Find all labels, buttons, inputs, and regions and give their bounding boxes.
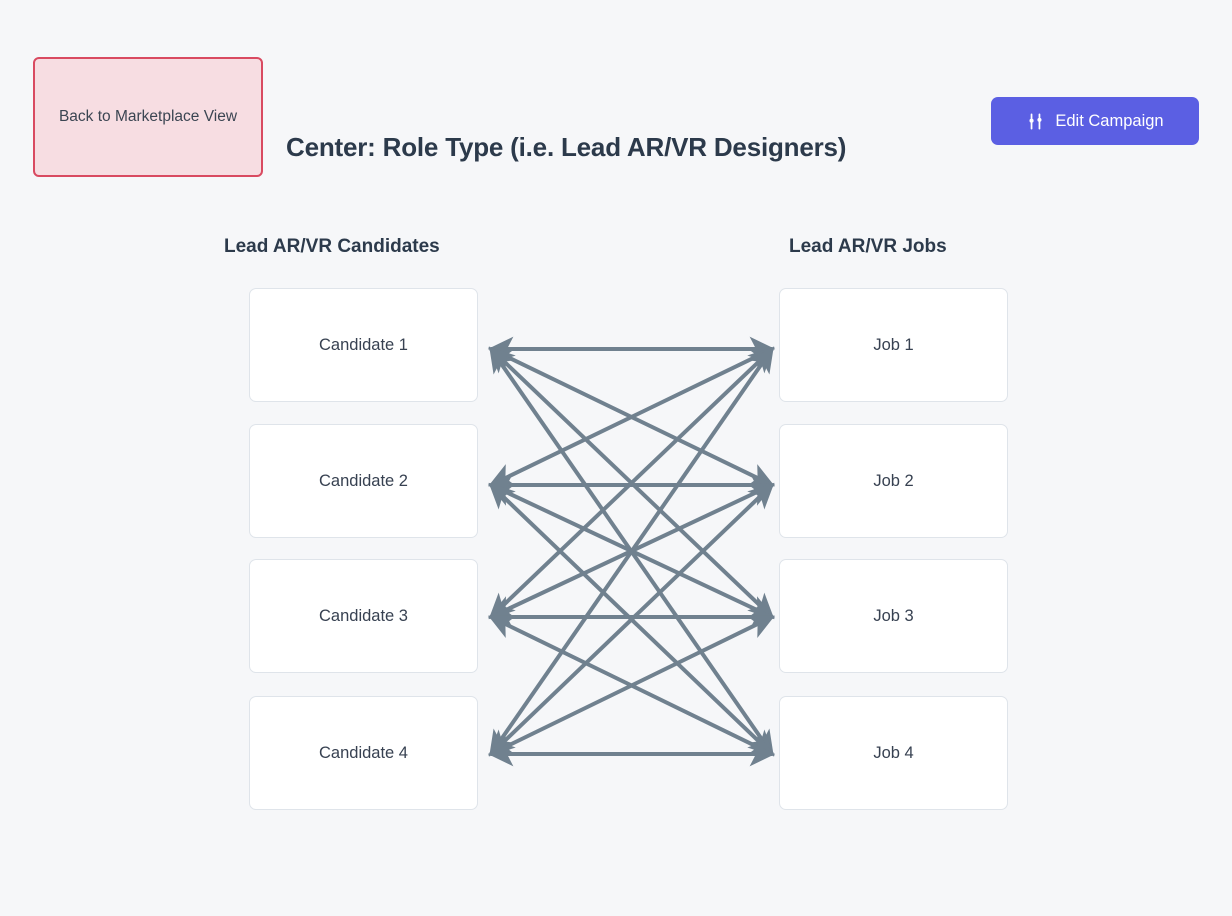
edge-arrow <box>488 347 775 487</box>
job-node-2-label: Job 2 <box>873 471 914 490</box>
job-node-2[interactable]: Job 2 <box>779 424 1008 538</box>
page-title: Center: Role Type (i.e. Lead AR/VR Desig… <box>286 132 847 162</box>
candidate-node-3[interactable]: Candidate 3 <box>249 559 478 673</box>
edit-campaign-button[interactable]: Edit Campaign <box>991 97 1199 145</box>
edge-arrow <box>488 346 775 620</box>
edge-arrow <box>488 615 775 756</box>
back-to-marketplace-label: Back to Marketplace View <box>58 108 238 125</box>
edge-arrow <box>488 483 775 619</box>
edge-arrow <box>488 347 775 487</box>
candidate-node-2[interactable]: Candidate 2 <box>249 424 478 538</box>
edge-arrow <box>488 483 775 619</box>
edge-arrow <box>488 482 775 757</box>
candidate-node-3-label: Candidate 3 <box>319 606 408 625</box>
jobs-column-heading: Lead AR/VR Jobs <box>789 236 947 257</box>
candidate-node-4[interactable]: Candidate 4 <box>249 696 478 810</box>
candidate-node-2-label: Candidate 2 <box>319 471 408 490</box>
back-to-marketplace-button[interactable]: Back to Marketplace View <box>33 57 263 177</box>
candidate-node-4-label: Candidate 4 <box>319 743 408 762</box>
job-node-3[interactable]: Job 3 <box>779 559 1008 673</box>
job-node-1-label: Job 1 <box>873 335 914 354</box>
sliders-icon <box>1026 112 1045 131</box>
edge-arrow <box>489 346 774 757</box>
edge-arrow <box>488 482 775 757</box>
candidate-node-1-label: Candidate 1 <box>319 335 408 354</box>
job-node-1[interactable]: Job 1 <box>779 288 1008 402</box>
candidates-column-heading: Lead AR/VR Candidates <box>224 236 440 257</box>
edge-arrow <box>489 346 774 757</box>
edit-campaign-label: Edit Campaign <box>1055 111 1164 130</box>
edge-arrow <box>488 346 775 620</box>
job-node-4-label: Job 4 <box>873 743 914 762</box>
job-node-4[interactable]: Job 4 <box>779 696 1008 810</box>
candidate-node-1[interactable]: Candidate 1 <box>249 288 478 402</box>
edge-arrow <box>488 615 775 756</box>
job-node-3-label: Job 3 <box>873 606 914 625</box>
